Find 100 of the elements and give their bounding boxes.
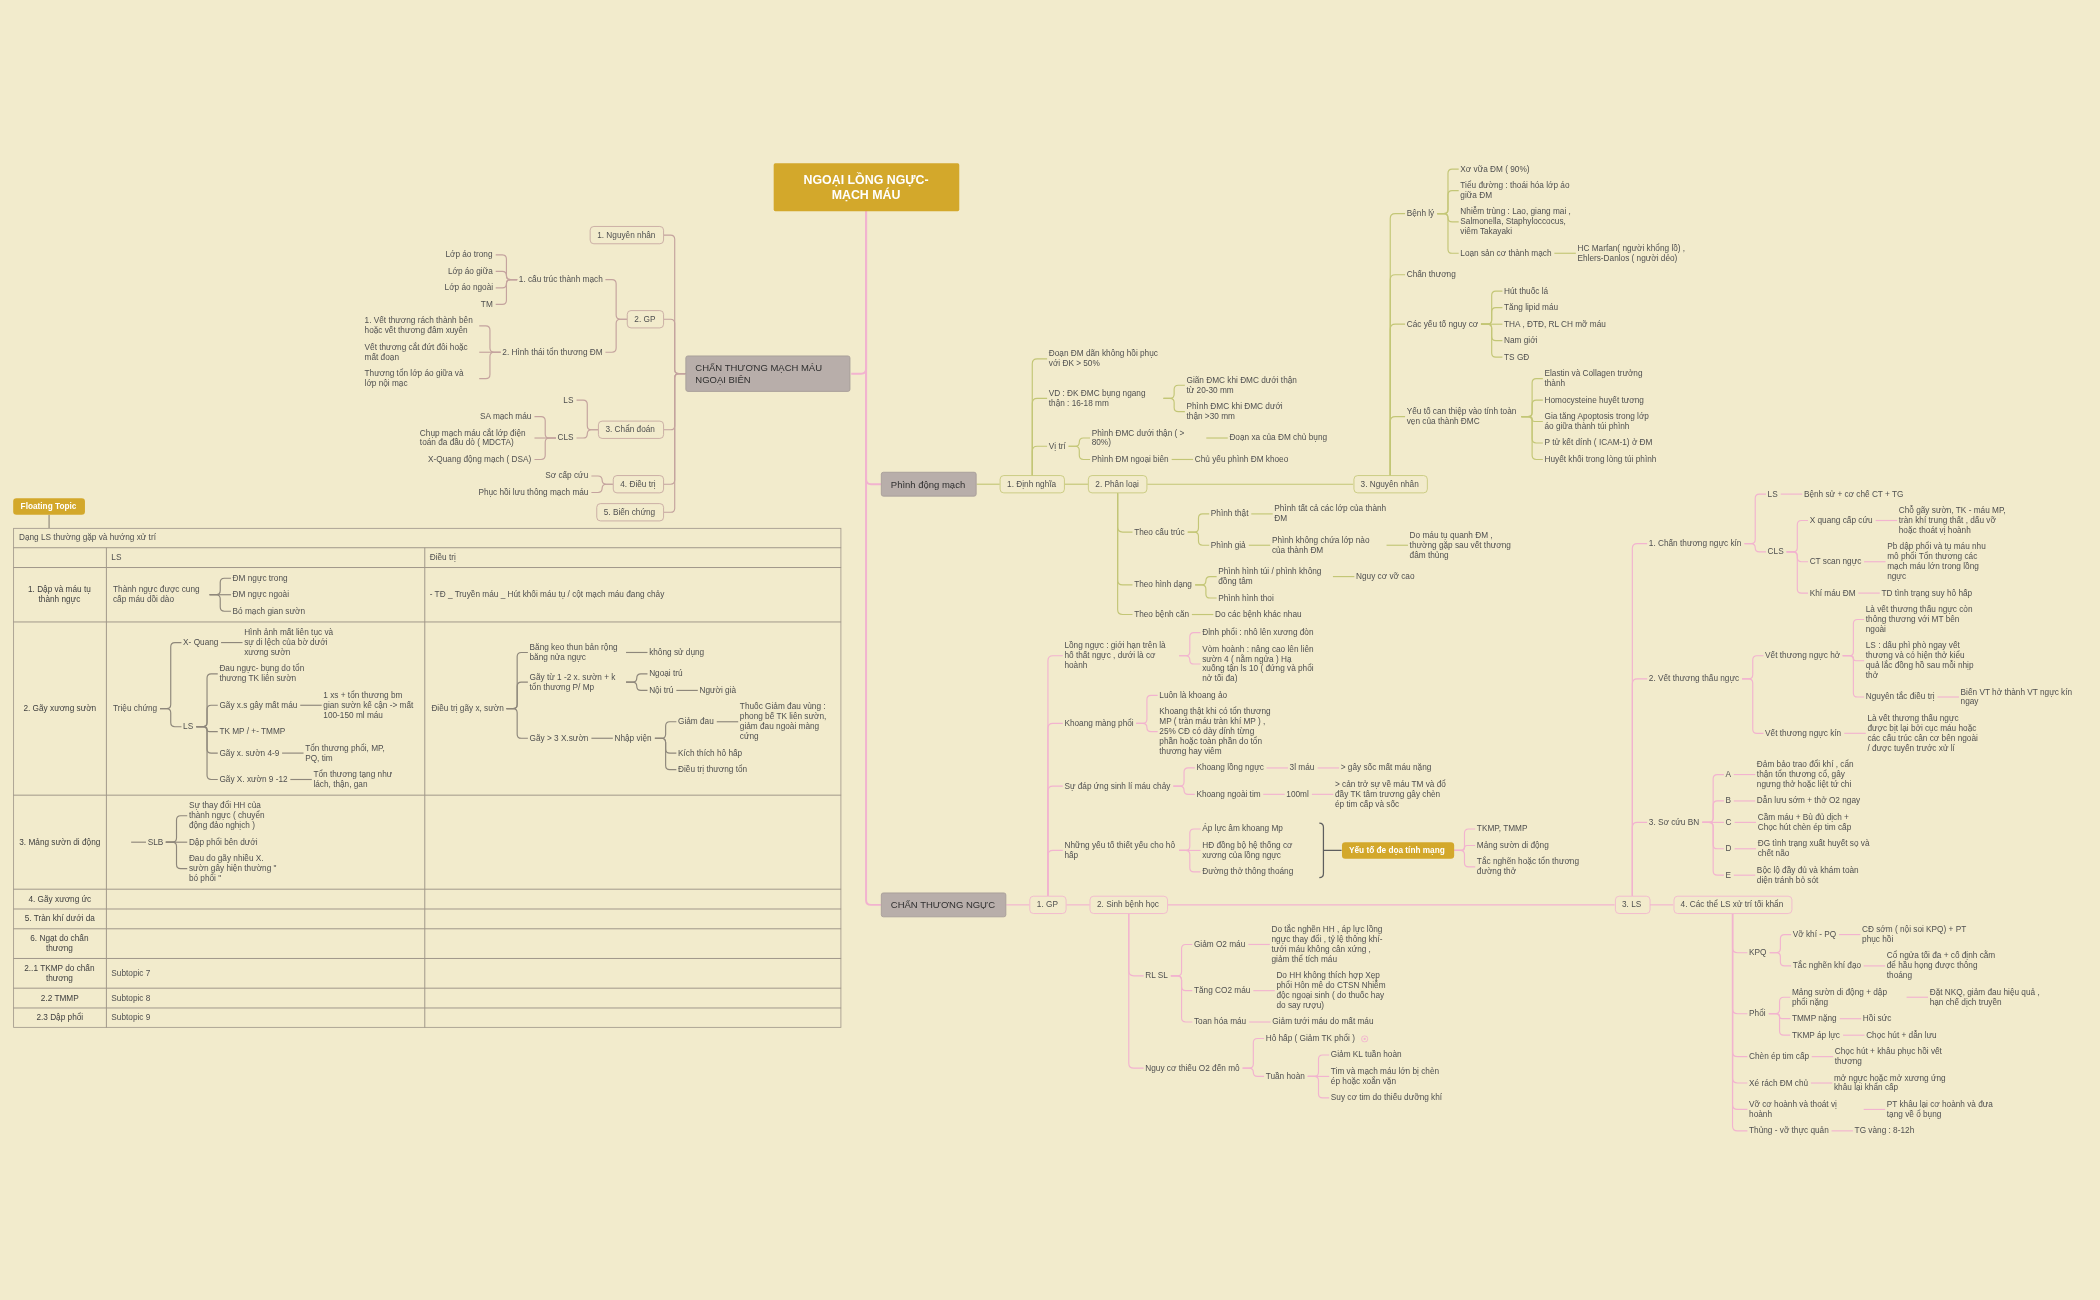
topic-label: Vết thương ngực hở (1763, 650, 1843, 662)
branch-line (976, 483, 1001, 485)
topic-label: Tắc nghẽn hoặc tổn thương đường thở (1475, 856, 1591, 878)
central-topic-box: NGOẠI LỒNG NGỰC- MẠCH MÁU (773, 163, 959, 212)
topic-label: Theo bệnh căn (1132, 608, 1192, 621)
row-heading: 2.2 TMMP (40, 993, 80, 1003)
branch-line (1520, 416, 1544, 461)
topic-label: Lồng ngực : giới hạn trên là hố thất ngực , dưới là cơ hoành (1062, 640, 1179, 672)
row-heading: 1. Dập và máu tụ thành ngực (27, 584, 92, 605)
topic-label: Nhiễm trùng : Lao, giang mai , Salmonella, Staphyloccocus, viêm Takayaki (1458, 206, 1575, 238)
branch-line (533, 437, 557, 461)
topic-label: Cầm máu + Bù đủ dịch + Chọc hút chèn ép tim cấp (1756, 811, 1872, 834)
branch-line (1857, 592, 1881, 594)
cell-text: Subtopic 8 (111, 993, 152, 1003)
branch-line (159, 708, 183, 728)
branch-line (1810, 1082, 1833, 1084)
topic-label: Hút thuốc lá (1502, 285, 1552, 297)
topic-label: Các yếu tố nguy cơ (1405, 318, 1481, 330)
topic-label: B (1723, 795, 1734, 807)
topic-label: > gây sốc mất máu nặng (1339, 762, 1434, 774)
topic-label: Bệnh lý (1405, 207, 1438, 220)
topic-label: Tuần hoàn (1264, 1070, 1308, 1083)
topic-label: Là vết thương thấu ngực được bịt lại bởi cục máu hoặc các cấu trúc cân cơ bên ngoài / được tuyến trước xử lí (1865, 712, 1982, 754)
branch-line (1178, 655, 1202, 665)
topic-label: Phình tất cả các lớp của thành ĐM (1272, 503, 1389, 525)
topic-label: Áp lực âm khoang Mp (1200, 823, 1286, 835)
main-topic-box: CHẤN THƯƠNG MẠCH MÁU NGOẠI BIÊN (685, 355, 851, 392)
topic-label: 1. Vết thương rách thành bên hoặc vết thương đâm xuyên (362, 315, 479, 337)
topic-label: Mảng sườn di động + dập phổi nặng (1790, 986, 1906, 1008)
topic-label: Sơ cấp cứu (543, 470, 592, 482)
topic-label: THA , ĐTĐ, RL CH mỡ máu (1502, 318, 1609, 330)
topic-label: Triệu chứng (111, 702, 160, 715)
topic-label: E (1723, 869, 1734, 881)
topic-label: Chọc hút + khâu phục hồi vết thương (1833, 1045, 1949, 1068)
topic-label: Hồi sức (1861, 1012, 1895, 1025)
branch-line (130, 841, 147, 843)
topic-label: TG vàng : 8-12h (1852, 1125, 1918, 1137)
branch-line (495, 279, 518, 305)
topic-label: Gãy từ 1 -2 x. sườn + k tổn thương P/ Mp (527, 671, 626, 693)
branch-line (1250, 513, 1274, 515)
topic-label: 3l máu (1287, 762, 1318, 774)
topic-label: Đường thở thông thoáng (1200, 866, 1297, 878)
topic-label: ĐM ngực ngoài (230, 588, 292, 601)
topic-label: Lớp áo giữa (446, 265, 496, 278)
topic-label: Kích thích hô hấp (676, 747, 745, 759)
topic-label: Thủng - vỡ thực quản (1747, 1125, 1832, 1137)
cell-text: - TĐ _ Truyền máu _ Hút khối máu tụ / cột mạch máu đang chảy (429, 589, 666, 600)
topic-label: Tim và mạch máu lớn bị chèn ép hoặc xoắn vặn (1329, 1065, 1445, 1088)
topic-label: Suy cơ tim do thiếu dưỡng khí (1329, 1092, 1445, 1104)
topic-label: Băng keo thun bản rộng băng nửa ngực (527, 641, 626, 664)
branch-line (590, 483, 614, 494)
topic-label: Đoạn ĐM dãn không hồi phục với ĐK > 50% (1047, 348, 1163, 370)
topic-label: 2. Vết thương thấu ngực (1647, 673, 1743, 685)
branch-line (1332, 576, 1355, 578)
topic-label: Đỉnh phổi : nhô lên xương đòn (1200, 626, 1316, 639)
row-heading: 6. Ngạt do chấn thương (29, 933, 90, 954)
topic-label: TM (479, 298, 496, 311)
branch-line (1842, 655, 1865, 698)
topic-label: 3. Sơ cứu BN (1647, 816, 1703, 829)
column-heading: LS (111, 552, 123, 563)
topic-label: Giãn ĐMC khi ĐMC dưới thận từ 20-30 mm (1184, 374, 1301, 396)
branch-line (1553, 252, 1577, 254)
topic-label: Chấn thương (1405, 268, 1459, 281)
branch-line (1389, 416, 1406, 476)
branch-line (1733, 800, 1756, 802)
branch-line (1162, 397, 1186, 413)
branch-line (1265, 767, 1289, 769)
branch-line (165, 841, 188, 870)
branch-line (299, 704, 323, 706)
topic-label: Đau ngực- bụng do tổn thương TK liên sườn (217, 663, 316, 685)
topic-label: Chụp mạch máu cắt lớp điện toán đa đầu dò ( MDCTA) (418, 427, 534, 449)
topic-label: Bó mạch gian sườn (230, 605, 308, 617)
topic-label: TS GĐ (1502, 351, 1533, 363)
branch-line (604, 318, 628, 353)
topic-label: TMMP nặng (1790, 1012, 1840, 1025)
branch-line (1734, 821, 1757, 823)
topic-label: Đau do gãy nhiều X. sườn gây hiện thường " bó phổi " (187, 852, 285, 885)
topic-label: Do các bệnh khác nhau (1213, 608, 1305, 621)
topic-label: Giảm tưới máu do mất máu (1270, 1016, 1377, 1028)
topic-label: Khoang màng phổi (1062, 717, 1137, 730)
topic-label: Phình thật (1209, 508, 1252, 520)
topic-label: Phổi (1747, 1007, 1769, 1020)
topic-label: Do tắc nghẽn HH , áp lực lồng ngực thay đổi , tỷ lệ thông khí- tưới máu không cân xứng , giảm thể tích máu (1269, 923, 1386, 966)
topic-label: 1. Chấn thương ngực kín (1647, 537, 1745, 550)
topic-label: Chỗ gãy sườn, TK - máu MP, tràn khí trung thất , dấu vỡ hoặc thoát vị hoành (1897, 504, 2013, 537)
topic-label: không sử dụng (647, 646, 707, 659)
branch-line (1480, 323, 1503, 358)
topic-label: Gãy x. sườn 4-9 (217, 747, 283, 759)
branch-line (1068, 445, 1091, 461)
topic-label: TD tình trạng suy hô hấp (1879, 587, 1976, 599)
topic-label: Tắc nghẽn khí đạo (1791, 960, 1864, 972)
topic-label: Pb dập phổi và tụ máu nhu mô phổi Tổn thương các mạch máu lớn trong lồng ngực (1885, 541, 2001, 583)
branch-line (1135, 722, 1159, 733)
branch-line (1780, 493, 1803, 495)
topic-label: Luôn là khoang ảo (1157, 689, 1231, 702)
topic-label: Thương tổn lớp áo giữa và lớp nội mạc (362, 367, 479, 390)
branch-line (1247, 943, 1271, 946)
topic-label: Xé rách ĐM chủ (1747, 1077, 1811, 1089)
topic-label: Điều trị gãy x, sườn (429, 702, 507, 715)
branch-line (1733, 773, 1756, 776)
